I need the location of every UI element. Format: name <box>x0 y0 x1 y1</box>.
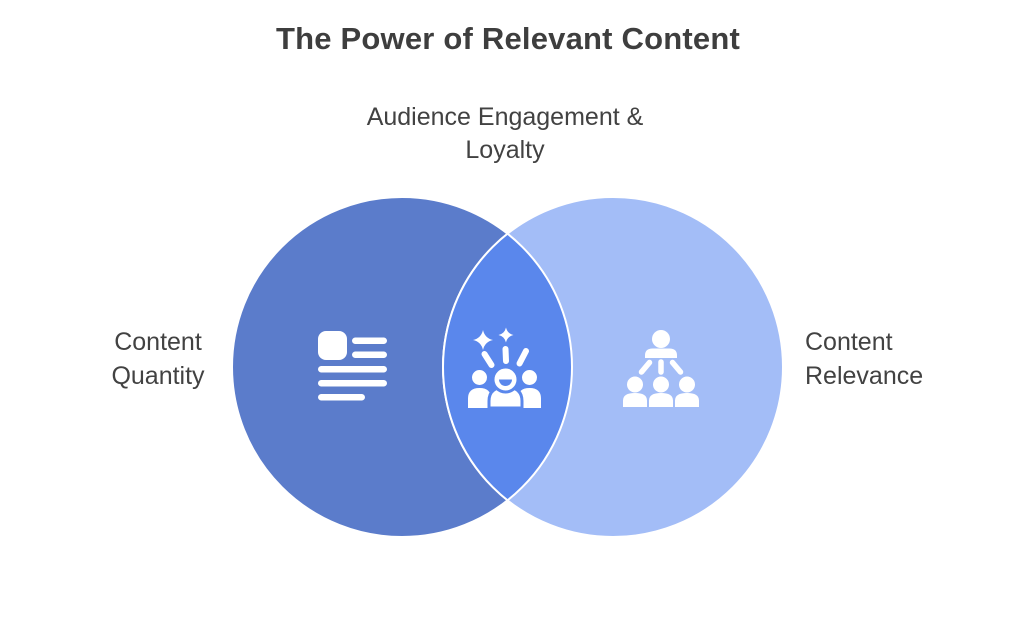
connector-dashes <box>638 359 684 375</box>
left-circle-label: Content Quantity <box>111 328 205 390</box>
bottom-person-body <box>649 393 673 407</box>
side-person-body <box>518 388 541 408</box>
people-hierarchy-icon <box>623 330 699 407</box>
side-person-body <box>468 388 491 408</box>
bottom-person-body <box>623 393 647 407</box>
overlap-region <box>442 197 572 537</box>
bottom-person-head <box>627 376 643 393</box>
bottom-person-head <box>679 376 695 393</box>
rays-icon <box>481 346 529 368</box>
top-person-body <box>645 348 677 358</box>
article-icon <box>318 331 387 401</box>
page-title: The Power of Relevant Content <box>276 21 740 56</box>
overlap-arc <box>443 197 573 537</box>
sparkle-icon <box>473 330 493 350</box>
top-person-head <box>652 330 670 348</box>
bottom-person-body <box>675 393 699 407</box>
overlap-label: Audience Engagement & Loyalty <box>366 103 644 164</box>
smile-mouth <box>499 379 512 386</box>
sparkle-icon <box>498 327 514 343</box>
side-person-head <box>522 370 537 385</box>
right-circle-label: Content Relevance <box>805 328 924 390</box>
celebration-icon <box>468 327 541 410</box>
bottom-person-head <box>653 376 669 393</box>
side-person-head <box>472 370 487 385</box>
